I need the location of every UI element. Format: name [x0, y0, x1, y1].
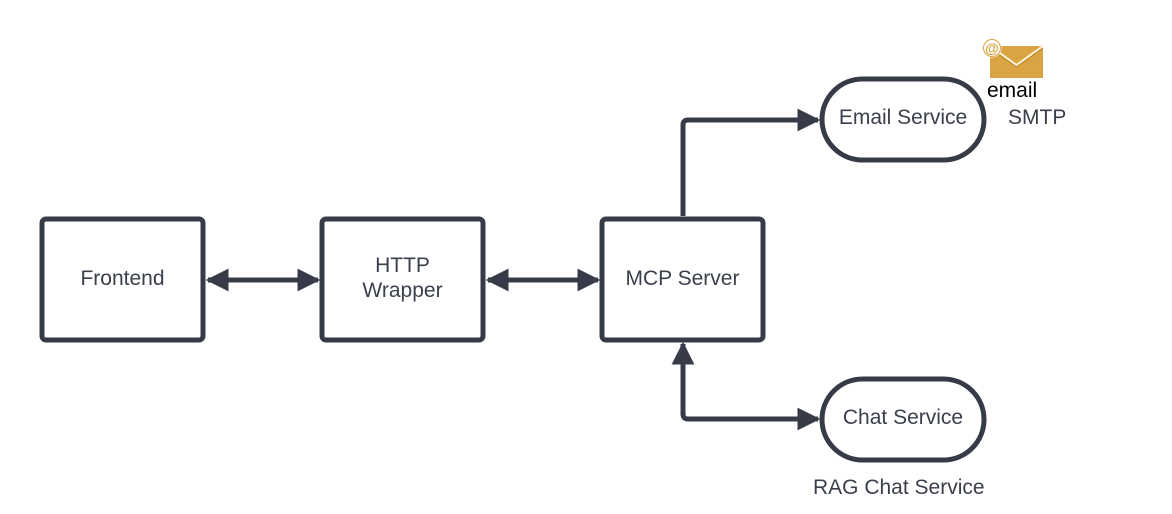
envelope-icon: @ — [982, 38, 1044, 78]
http-wrapper-label-line2: Wrapper — [362, 279, 443, 302]
chat-service-pill — [819, 376, 987, 463]
email-icon-caption: email — [987, 79, 1038, 102]
http-wrapper-label-line1: HTTP — [375, 254, 430, 277]
mcp-email-connector — [680, 108, 821, 216]
http-wrapper-label: HTTP Wrapper — [322, 253, 483, 303]
at-sign-glyph: @ — [985, 40, 999, 56]
frontend-label: Frontend — [80, 267, 165, 290]
frontend-box — [39, 216, 206, 343]
mcp-server-box — [599, 216, 766, 343]
email-service-pill — [819, 76, 987, 163]
mcp-chat-connector — [671, 341, 821, 431]
rag-chat-service-annotation: RAG Chat Service — [813, 476, 985, 499]
http-wrapper-box — [319, 216, 486, 343]
smtp-annotation: SMTP — [1008, 106, 1067, 129]
chat-service-label: Chat Service — [842, 406, 964, 429]
email-service-label: Email Service — [838, 106, 968, 129]
mcp-server-label: MCP Server — [625, 267, 740, 290]
